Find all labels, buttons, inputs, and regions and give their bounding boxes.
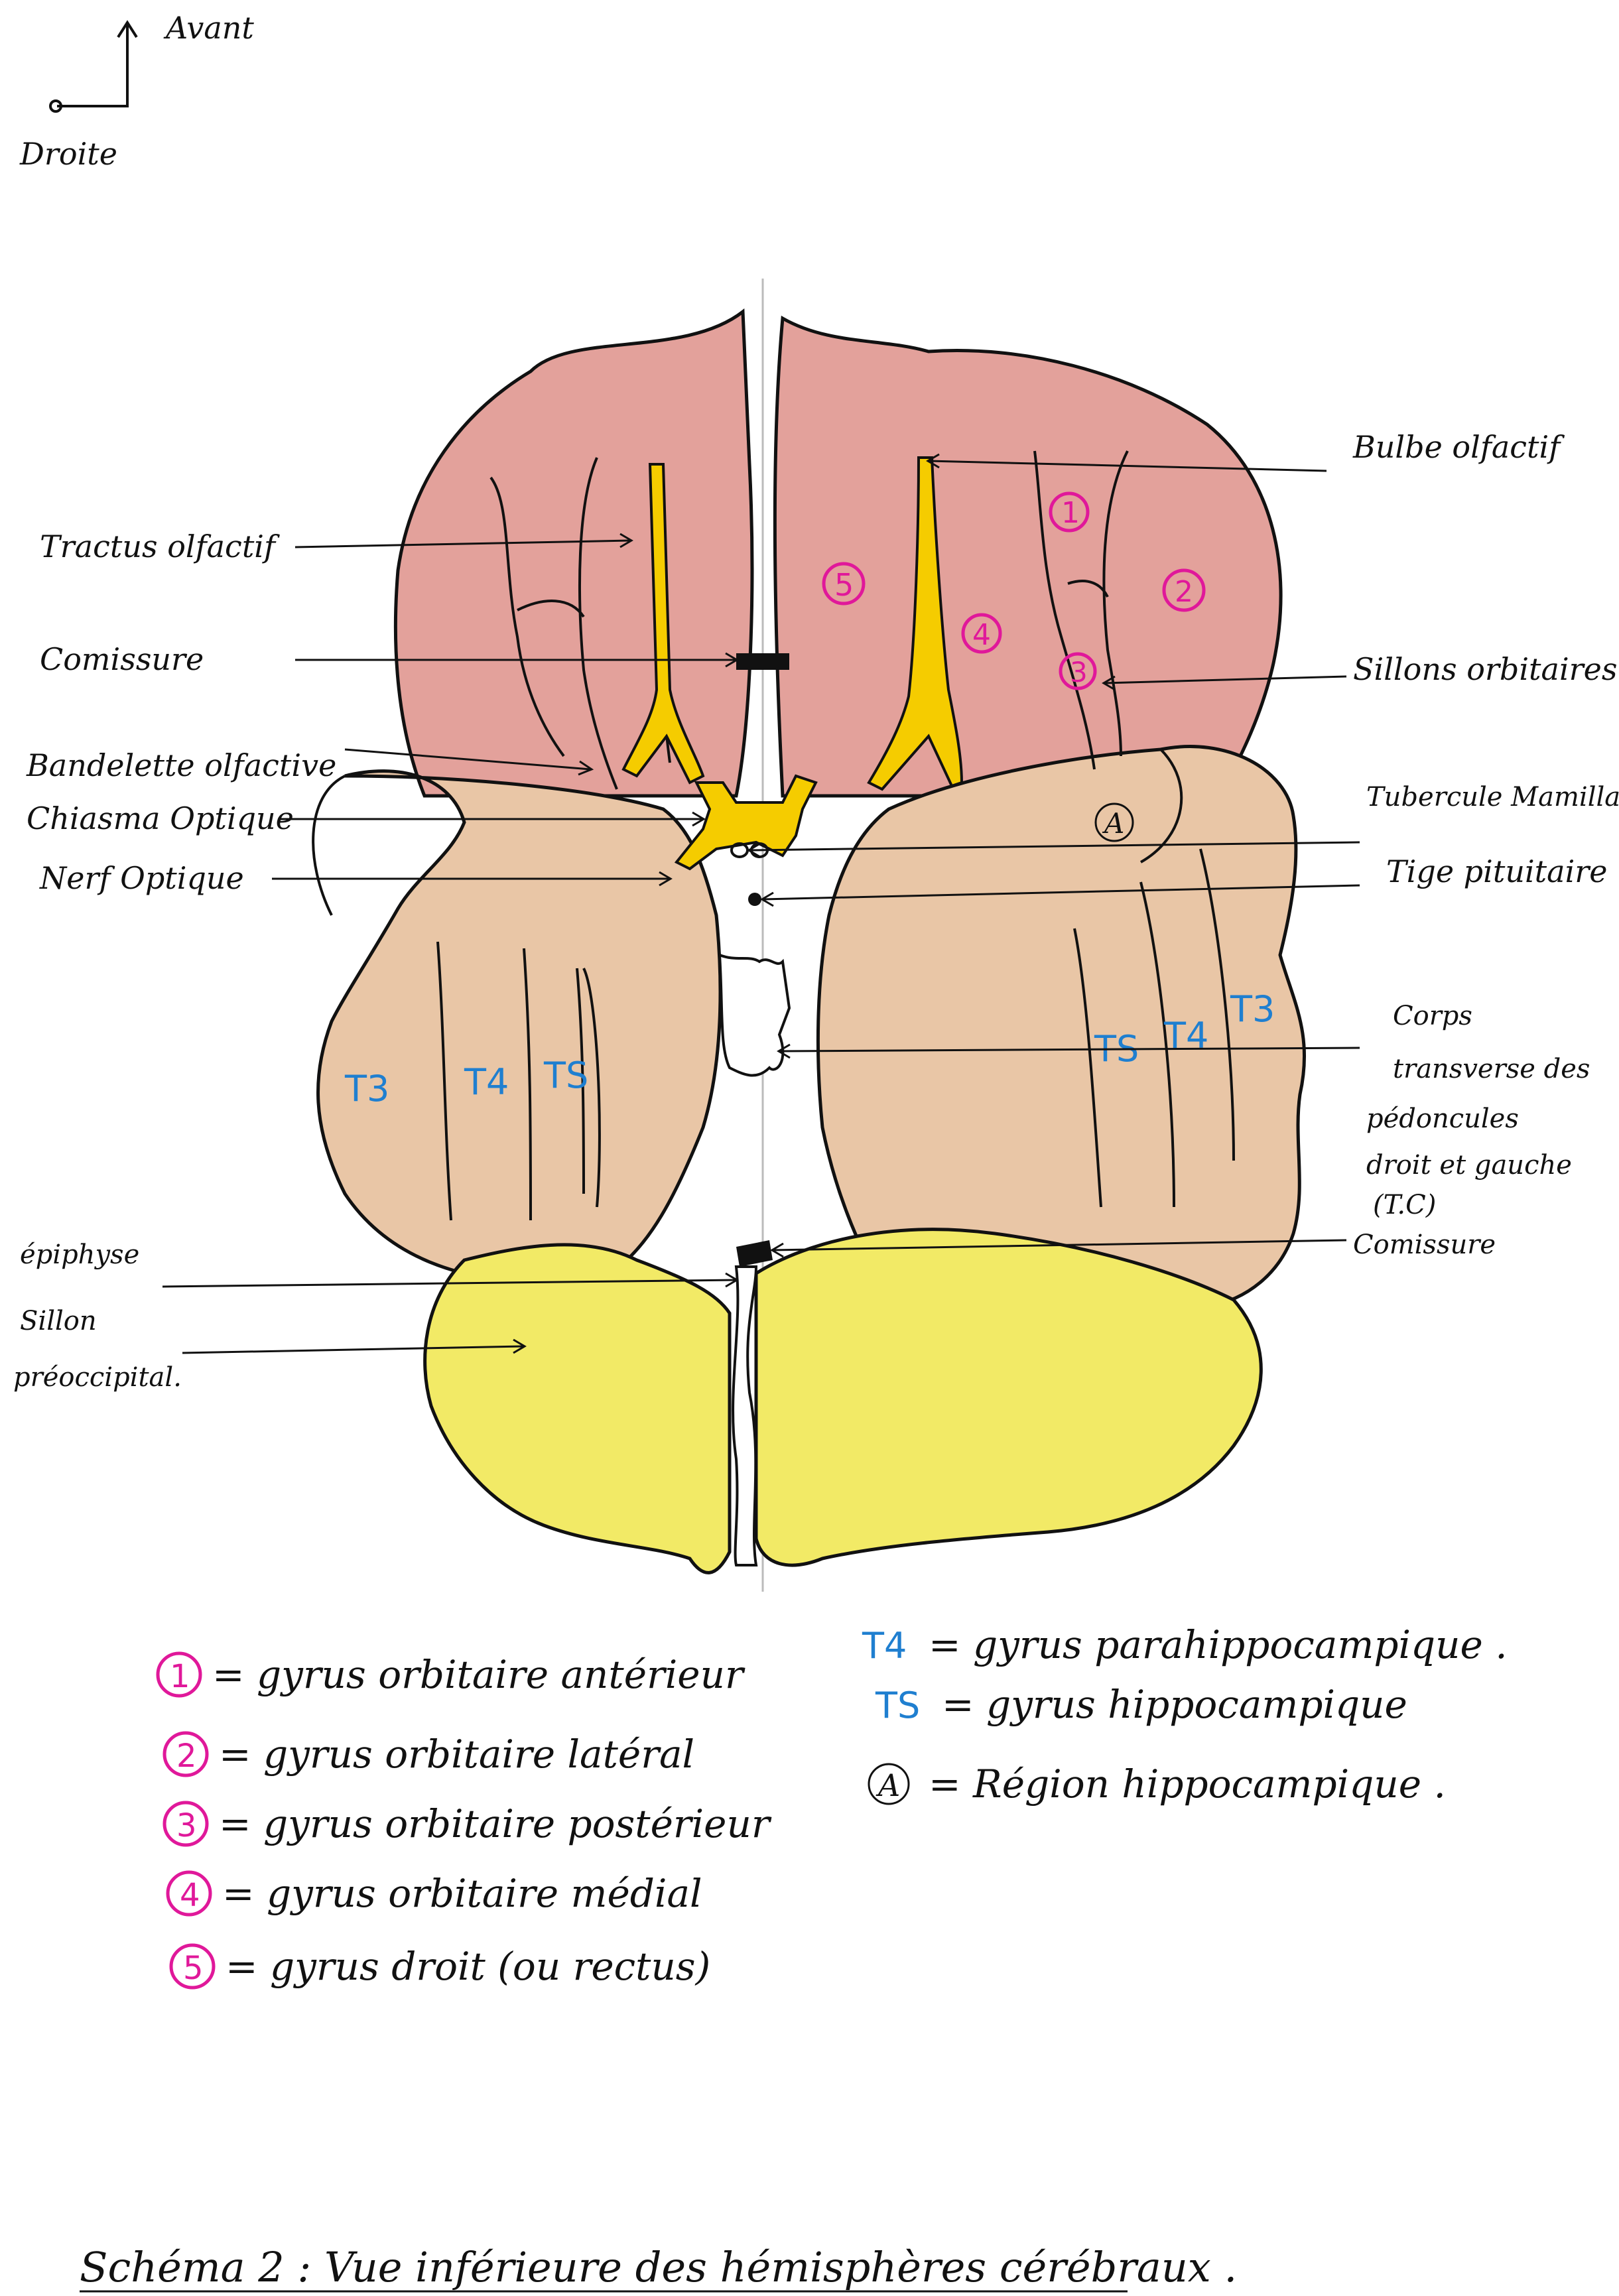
left-temporal-sulci	[436, 941, 601, 1221]
right-T3: T3	[1230, 988, 1275, 1030]
label-corps-3: pédoncules	[1366, 1104, 1519, 1134]
orientation-marker: Avant Droite	[19, 10, 254, 172]
label-corps-4: droit et gauche	[1366, 1150, 1572, 1180]
optic-chiasma	[674, 774, 818, 871]
legend-1-num: 1	[170, 1658, 190, 1695]
label-corps-1: Corps	[1393, 1001, 1472, 1031]
left-occipital-lobe	[423, 1243, 732, 1574]
legend-right: T4 = gyrus parahippocampique . TS = gyru…	[862, 1622, 1508, 1807]
legend-5-num: 5	[183, 1950, 204, 1987]
label-nerf-optique: Nerf Optique	[39, 860, 244, 896]
left-T3: T3	[344, 1068, 389, 1110]
label-comissure-top: Comissure	[40, 641, 204, 677]
label-bulbe-olfactif: Bulbe olfactif	[1352, 429, 1565, 465]
right-frontal-lobe	[773, 315, 1283, 798]
legend-T5-key: TS	[875, 1685, 920, 1726]
right-leaders	[747, 453, 1360, 1258]
left-labels: Tractus olfactif Comissure Bandelette ol…	[13, 529, 336, 1393]
legend-T4-key: T4	[862, 1625, 907, 1667]
right-olfactory-bulb-tract	[867, 456, 964, 791]
anterior-commissure	[736, 653, 789, 670]
region-5-circle	[822, 562, 866, 606]
pituitary-stalk	[748, 893, 761, 906]
region-1-circle	[1049, 491, 1090, 533]
left-temporal-lobe	[316, 769, 722, 1275]
right-temporal-sulci	[1073, 848, 1235, 1208]
posterior-commissure	[736, 1240, 773, 1267]
region-1: 1	[1061, 496, 1080, 530]
legend-4-text: = gyrus orbitaire médial	[222, 1871, 702, 1916]
label-corps-5: (T.C)	[1373, 1190, 1436, 1220]
region-4: 4	[972, 618, 991, 652]
right-orbital-sulci	[1033, 450, 1129, 770]
legend-3-text: = gyrus orbitaire postérieur	[219, 1801, 772, 1846]
right-T4: T4	[1163, 1015, 1208, 1056]
left-T5: TS	[543, 1054, 588, 1096]
legend-A-key: A	[875, 1767, 900, 1803]
label-tractus-olfactif: Tractus olfactif	[40, 529, 280, 564]
legend-2-num: 2	[176, 1738, 197, 1775]
label-sillon: Sillon	[20, 1306, 97, 1336]
left-frontal-lobe	[393, 308, 754, 798]
legend-1-text: = gyrus orbitaire antérieur	[212, 1652, 745, 1697]
legend-3-num: 3	[176, 1807, 197, 1844]
region-2-circle	[1162, 568, 1206, 612]
caption: Schéma 2 : Vue inférieure des hémisphère…	[80, 2243, 1237, 2291]
region-3: 3	[1070, 656, 1088, 688]
label-sillons-orbitaires: Sillons orbitaires.	[1353, 651, 1619, 687]
region-5: 5	[834, 567, 854, 603]
left-temporal-pole-outline	[312, 775, 346, 916]
legend-5-text: = gyrus droit (ou rectus)	[226, 1944, 710, 1989]
legend-A-text: = Région hippocampique .	[929, 1761, 1446, 1807]
legend-T4-text: = gyrus parahippocampique .	[929, 1622, 1508, 1667]
right-label: Droite	[19, 136, 117, 172]
legend-left: 1 = gyrus orbitaire antérieur 2 = gyrus …	[156, 1651, 772, 1990]
temporal-lobes	[316, 745, 1306, 1308]
region-4-circle	[961, 613, 1002, 654]
label-bandelette-olfactive: Bandelette olfactive	[26, 747, 336, 783]
region-marks: 5 4 1 2 3 A T3 T4 TS TS T4 T3	[344, 491, 1275, 1110]
label-tige-pituitaire: Tige pituitaire	[1386, 854, 1608, 889]
frontal-lobes	[393, 308, 1283, 798]
cerebral-peduncles-cut	[718, 952, 791, 1077]
legend-4-num: 4	[180, 1877, 200, 1914]
right-labels: Bulbe olfactif Sillons orbitaires. Tuber…	[1352, 429, 1619, 1260]
region-3-circle	[1059, 652, 1097, 690]
legend-2-text: = gyrus orbitaire latéral	[219, 1732, 694, 1777]
label-chiasma-optique: Chiasma Optique	[27, 800, 294, 836]
right-occipital-lobe	[754, 1228, 1263, 1567]
region-A: A	[1102, 807, 1124, 840]
occipital-lobes	[423, 1228, 1263, 1574]
left-leaders	[162, 533, 739, 1354]
label-tubercule-mamillaire: Tubercule Mamillaire	[1366, 782, 1619, 812]
label-comissure-bottom: Comissure	[1353, 1230, 1496, 1260]
label-corps-2: transverse des	[1393, 1054, 1590, 1084]
legend-T5-text: = gyrus hippocampique	[942, 1682, 1407, 1727]
label-preoccipital: préoccipital.	[13, 1362, 182, 1393]
region-A-circle	[1094, 802, 1134, 842]
right-temporal-pole-outline	[1140, 748, 1183, 863]
label-epiphyse: épiphyse	[20, 1240, 139, 1270]
region-2: 2	[1175, 575, 1193, 609]
left-olfactory-tract	[621, 463, 705, 785]
left-T4: T4	[464, 1061, 509, 1103]
olfactory-structures	[621, 456, 964, 791]
forward-label: Avant	[163, 10, 254, 46]
interhemispheric-fissure-posterior	[732, 1265, 758, 1566]
